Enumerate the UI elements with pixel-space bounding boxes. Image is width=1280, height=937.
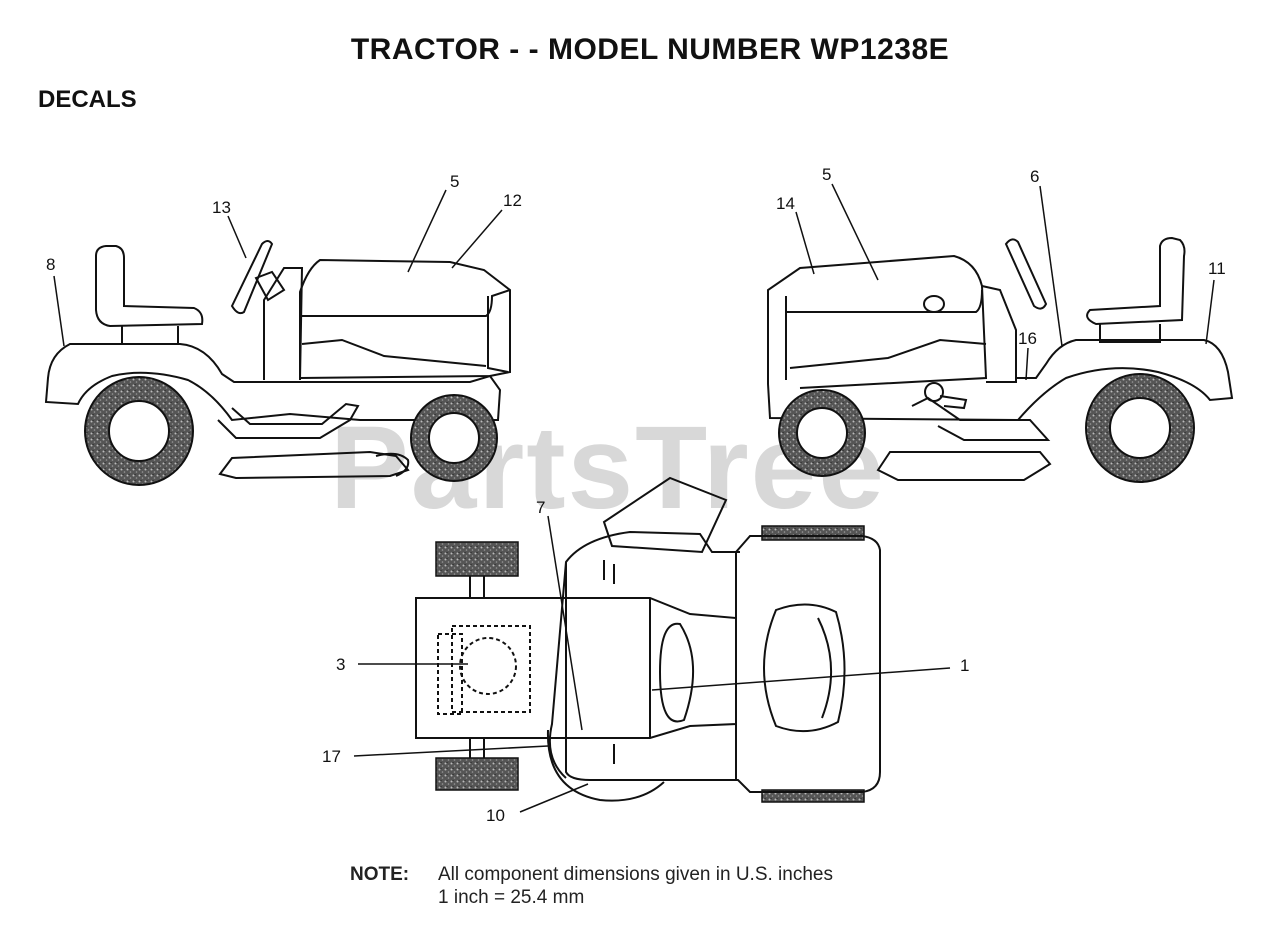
page-title: TRACTOR - - MODEL NUMBER WP1238E <box>350 33 950 66</box>
left-hood-crease <box>300 289 511 317</box>
top-hood <box>415 597 737 739</box>
callout-14-right: 14 <box>776 194 795 213</box>
top-decal-outer <box>437 633 463 715</box>
callout-5-left: 5 <box>450 172 459 191</box>
left-deck-chute <box>375 452 410 477</box>
right-dash <box>981 285 1017 383</box>
callout-13-left: 13 <box>212 198 231 217</box>
section-heading: DECALS <box>38 86 137 113</box>
left-grille <box>487 296 509 373</box>
callout-1-top: 1 <box>960 656 969 675</box>
left-side-view <box>44 240 511 480</box>
right-hood-crease <box>785 289 983 380</box>
right-leaders <box>795 183 1215 381</box>
top-decal-inner <box>451 625 531 713</box>
right-fuel-cap <box>923 295 945 313</box>
top-view <box>415 476 881 802</box>
top-dash-oval <box>658 622 695 723</box>
top-body <box>565 535 881 793</box>
top-body-marks <box>603 560 615 764</box>
left-hood-lower <box>301 338 487 367</box>
right-front-hub <box>796 407 848 459</box>
right-rear-hub <box>1109 397 1171 459</box>
left-front-hub <box>428 412 480 464</box>
dimensions-note: NOTE: All component dimensions given in U… <box>350 864 833 908</box>
note-line-2: 1 inch = 25.4 mm <box>438 887 585 908</box>
right-lever <box>939 395 968 410</box>
left-dash <box>263 267 304 381</box>
right-seat <box>1086 236 1186 326</box>
callout-6-right: 6 <box>1030 167 1039 186</box>
callout-12-left: 12 <box>503 191 522 210</box>
top-rear-tire-upper <box>761 525 865 541</box>
right-steering-wheel <box>1004 238 1048 310</box>
callout-3-top: 3 <box>336 655 345 674</box>
top-front-axle-stubs <box>469 576 485 758</box>
left-hood <box>299 258 511 380</box>
callout-17-top: 17 <box>322 747 341 766</box>
right-hood-lower <box>789 338 987 369</box>
right-mower-deck <box>876 451 1052 481</box>
top-front-tire-lower <box>435 757 519 791</box>
right-hood <box>767 254 988 389</box>
callout-7-top: 7 <box>536 498 545 517</box>
top-deck-bottom <box>546 729 665 802</box>
top-decal-circle <box>459 637 517 695</box>
left-steering-wheel <box>230 240 274 315</box>
left-steering-column <box>254 270 286 302</box>
left-fender <box>44 343 502 422</box>
left-seat-base <box>121 326 179 345</box>
callout-11-right: 11 <box>1208 259 1226 278</box>
right-lever-knob <box>924 382 944 402</box>
right-fender <box>767 339 1234 422</box>
callout-8-left: 8 <box>46 255 55 274</box>
top-seat <box>763 603 846 733</box>
top-seat-back <box>817 617 833 719</box>
note-line-1: All component dimensions given in U.S. i… <box>438 864 833 885</box>
left-leaders <box>53 189 503 347</box>
callout-10-top: 10 <box>486 806 505 825</box>
right-seat-base <box>1099 324 1161 343</box>
left-footrest <box>217 402 360 439</box>
callout-16-right: 16 <box>1018 329 1037 348</box>
note-label: NOTE: <box>350 864 410 885</box>
top-discharge-chute <box>602 476 728 554</box>
top-mower-deck <box>548 530 740 779</box>
left-seat <box>95 245 204 328</box>
top-front-tire-upper <box>435 541 519 577</box>
left-rear-hub <box>108 400 170 462</box>
callout-5-right: 5 <box>822 165 831 184</box>
right-side-view <box>767 236 1234 481</box>
left-mower-deck <box>218 450 410 480</box>
top-leaders <box>353 515 951 813</box>
